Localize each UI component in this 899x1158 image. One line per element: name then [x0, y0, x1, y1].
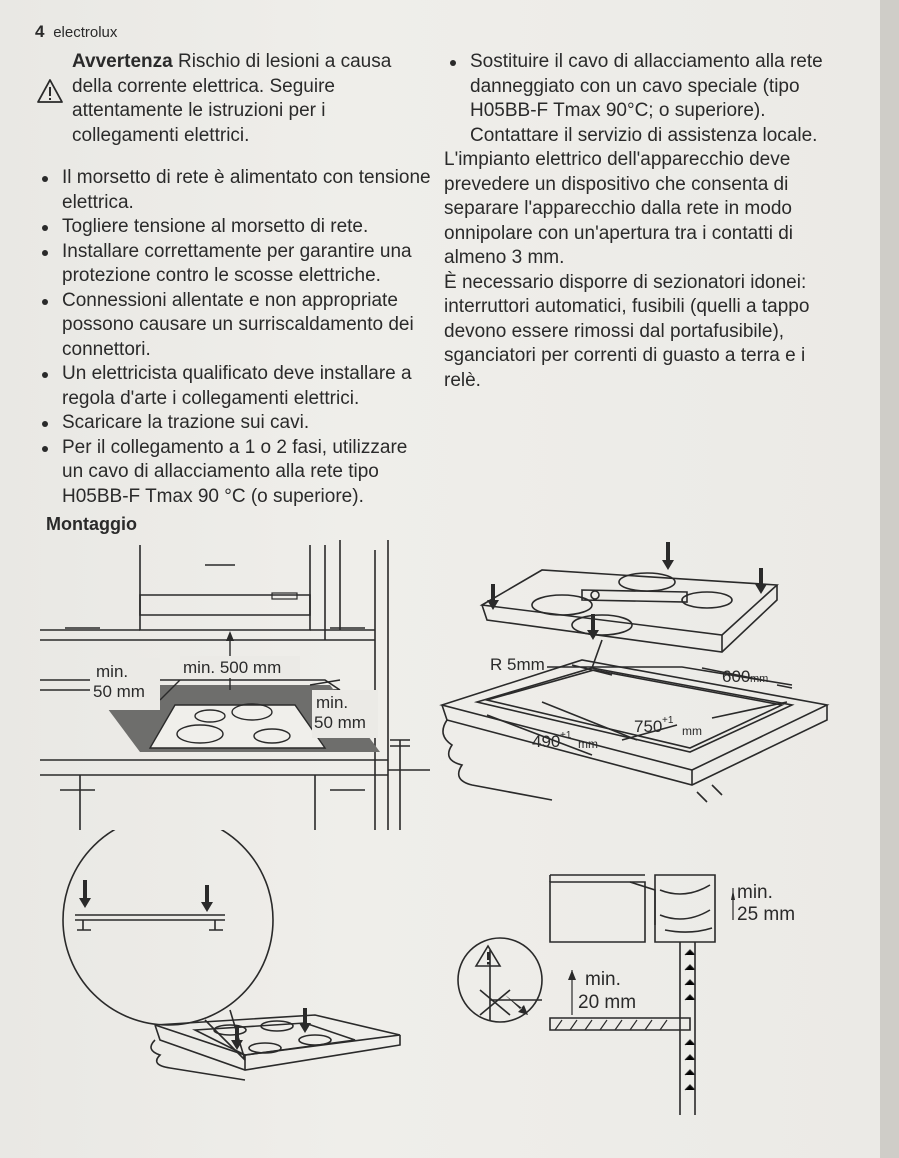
list-item: Sostituire il cavo di allacciamento alla…	[444, 50, 844, 148]
installation-detail-diagram	[62, 830, 401, 1081]
min-label-left: min.	[96, 662, 128, 681]
cutout-width-tolerance: +1	[662, 715, 674, 726]
left-column: Avvertenza Rischio di lesioni a causa de…	[36, 50, 431, 509]
list-item: Un elettricista qualificato deve install…	[36, 362, 431, 411]
min-label-right: min.	[316, 693, 348, 712]
list-item: Connessioni allentate e non appropriate …	[36, 289, 431, 363]
left-bullet-list: Il morsetto di rete è alimentato con ten…	[36, 166, 431, 509]
top-min-label: min.	[737, 882, 773, 903]
depth-value: 600	[722, 667, 750, 686]
top-clearance-label: min. 500 mm	[183, 658, 281, 677]
bottom-clearance-value: 20 mm	[578, 992, 636, 1013]
list-item: Il morsetto di rete è alimentato con ten…	[36, 166, 431, 215]
list-item: Per il collegamento a 1 o 2 fasi, utiliz…	[36, 436, 431, 510]
page-header: 4 electrolux	[35, 22, 117, 42]
warning-triangle-icon	[37, 79, 63, 103]
top-clearance-value: 25 mm	[737, 904, 795, 925]
side-clearance-right: 50 mm	[314, 713, 366, 732]
radius-label: R 5mm	[490, 655, 545, 674]
cutout-depth: 490	[532, 732, 560, 751]
section-title: Montaggio	[46, 514, 137, 534]
list-item: Scaricare la trazione sui cavi.	[36, 411, 431, 436]
cutout-width: 750	[634, 717, 662, 736]
cutout-depth-tolerance: +1	[560, 730, 572, 741]
warning-block: Avvertenza Rischio di lesioni a causa de…	[36, 50, 431, 148]
page-number: 4	[35, 22, 45, 41]
bottom-min-label: min.	[585, 969, 621, 990]
right-column: Sostituire il cavo di allacciamento alla…	[444, 50, 844, 393]
section-clearance-diagram: min. 25 mm min. 20 mm	[457, 874, 795, 1115]
cutout-dimensions-diagram: R 5mm 600 mm 490 +1 mm 750 +1 mm	[439, 542, 830, 803]
warning-text: Rischio di lesioni a causa della corrent…	[72, 51, 392, 146]
paragraph: È necessario disporre di sezionatori ido…	[444, 271, 810, 391]
clearance-diagram: min. 50 mm min. 500 mm min. 50 mm	[40, 540, 430, 830]
cutout-width-unit: mm	[682, 724, 702, 738]
page-edge	[880, 0, 899, 1158]
cutout-depth-unit: mm	[578, 737, 598, 751]
warning-title: Avvertenza	[72, 51, 173, 72]
depth-unit: mm	[750, 673, 768, 685]
paragraph: L'impianto elettrico dell'apparecchio de…	[444, 149, 794, 268]
side-clearance-left: 50 mm	[93, 682, 145, 701]
manual-page	[0, 0, 880, 1158]
list-item: Installare correttamente per garantire u…	[36, 240, 431, 289]
list-item: Togliere tensione al morsetto di rete.	[36, 215, 431, 240]
brand-name: electrolux	[53, 24, 118, 41]
right-bullet-list: Sostituire il cavo di allacciamento alla…	[444, 50, 844, 148]
